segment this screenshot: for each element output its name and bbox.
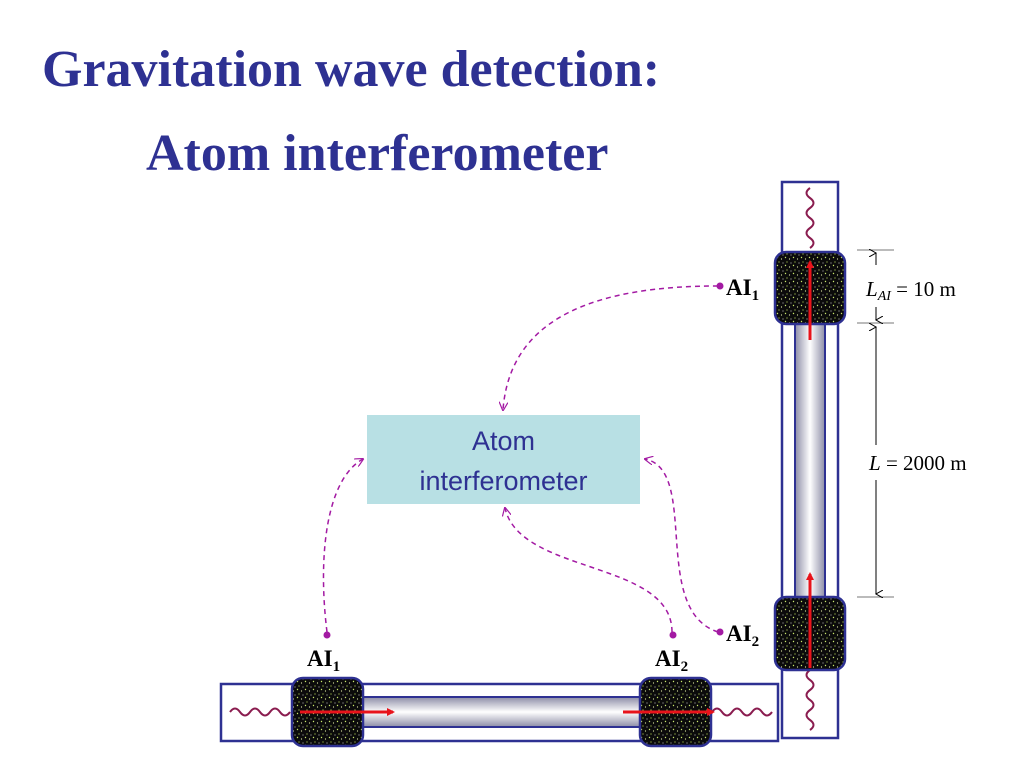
dot-ai2-right	[716, 628, 724, 636]
center-box	[367, 415, 640, 504]
label-ai1-top: AI1	[726, 275, 759, 304]
dot-ai1-top	[716, 282, 724, 290]
wave-top	[805, 187, 815, 249]
wave-left	[229, 707, 291, 717]
horizontal-arm	[219, 676, 780, 748]
label-ai2-right: AI2	[726, 621, 759, 650]
wave-bottom-vertical	[805, 669, 815, 731]
label-ai2-bottom: AI2	[655, 646, 688, 675]
path-ai2-bottom	[505, 508, 673, 633]
dot-ai1-bottom	[323, 631, 331, 639]
l-label: L = 2000 m	[868, 451, 967, 475]
path-ai1-top	[503, 285, 719, 410]
horizontal-vacuum-pipe	[361, 696, 643, 728]
dimension-markers: LAI = 10 m L = 2000 m	[857, 250, 967, 597]
label-ai1-bottom: AI1	[307, 646, 340, 675]
vertical-vacuum-pipe	[794, 317, 826, 609]
title-line-1: Gravitation wave detection:	[42, 41, 661, 98]
path-ai1-bottom	[322, 459, 363, 633]
center-box-line-1: Atom	[472, 426, 535, 456]
center-box-line-2: interferometer	[419, 466, 587, 496]
path-ai2-right	[645, 459, 719, 633]
connection-dots	[323, 282, 724, 639]
ai-labels: AI1 AI1 AI2 AI2	[307, 275, 759, 675]
title-line-2: Atom interferometer	[146, 125, 609, 182]
dot-ai2-bottom	[669, 631, 677, 639]
vertical-arm	[773, 180, 847, 740]
l-ai-label: LAI = 10 m	[865, 277, 956, 304]
wave-right-horizontal	[711, 707, 773, 717]
atom-interferometer-box: Atom interferometer	[367, 415, 640, 504]
connection-paths	[322, 285, 719, 633]
